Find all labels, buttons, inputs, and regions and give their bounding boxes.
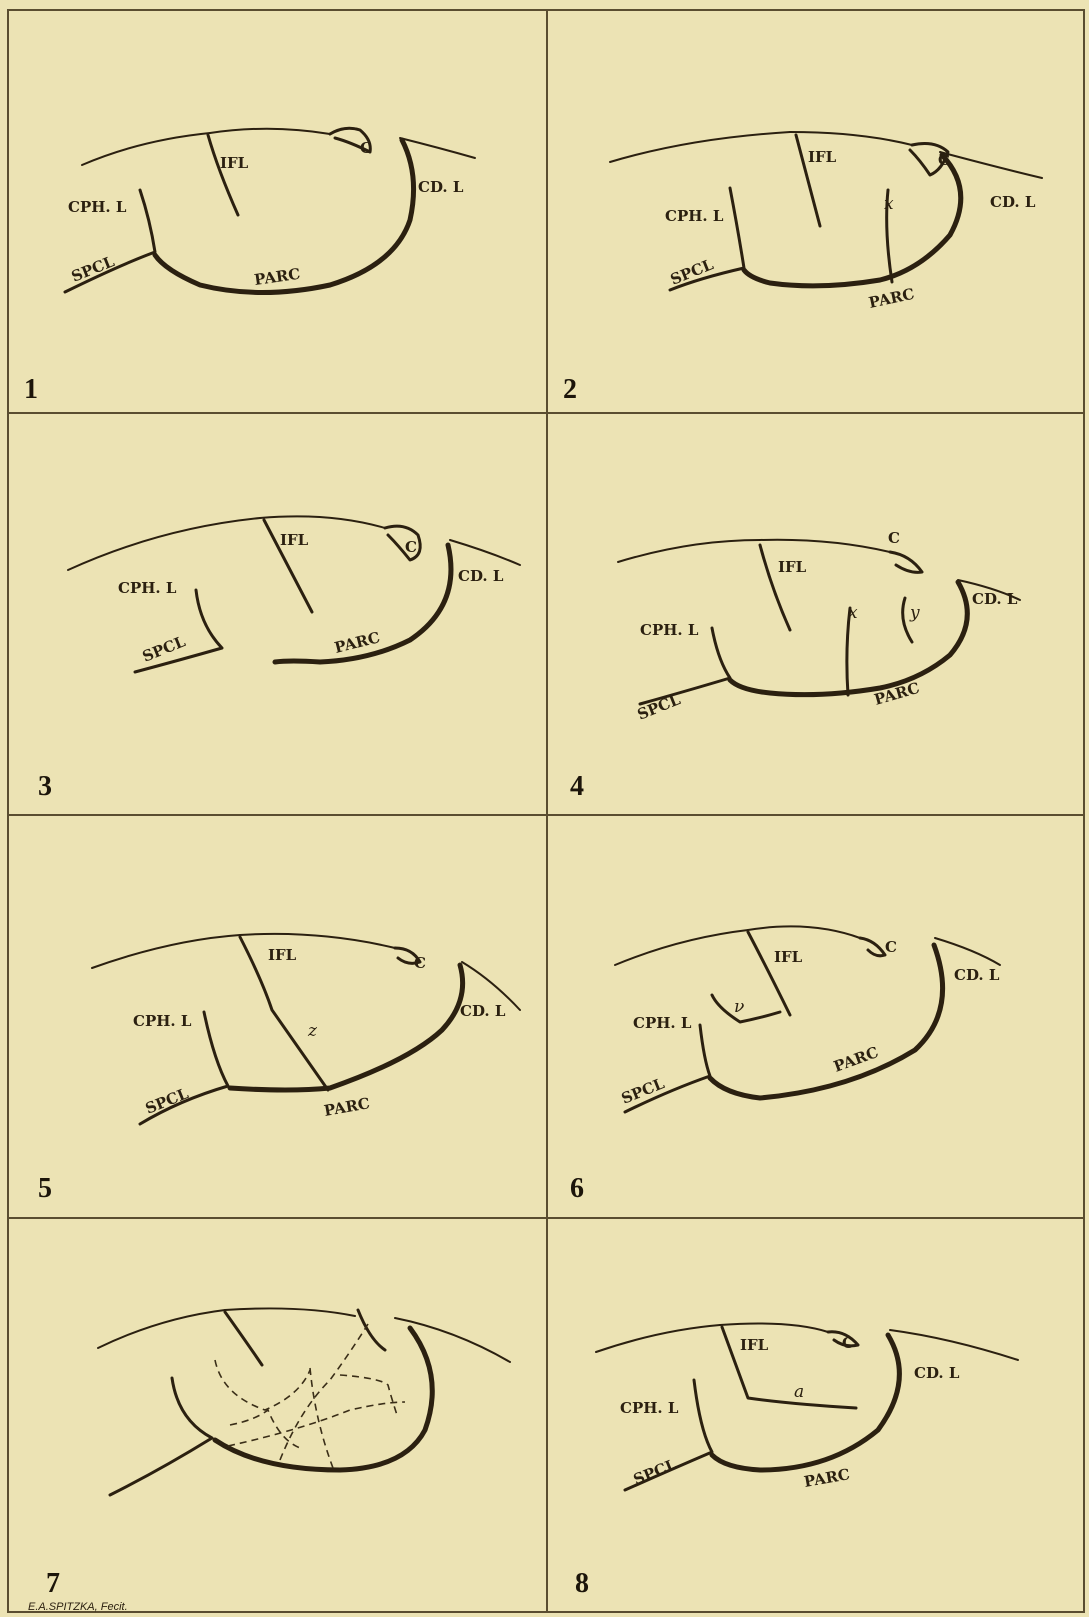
label-ifl: IFL <box>280 531 309 549</box>
label-cph-l: CPH. L <box>133 1012 192 1030</box>
label-y: y <box>909 603 920 623</box>
panel-number: 3 <box>38 771 52 802</box>
label-cd-l: CD. L <box>990 193 1036 211</box>
label-c: C <box>405 538 417 556</box>
panel-number: 8 <box>575 1568 589 1599</box>
label-ifl: IFL <box>778 558 807 576</box>
label-ifl: IFL <box>268 946 297 964</box>
panel-6: IFL C CD. L CPH. L ν SPCL PARC 6 <box>570 926 1000 1204</box>
label-ifl: IFL <box>740 1336 769 1354</box>
label-c: C <box>888 529 900 547</box>
label-c: C <box>360 139 372 157</box>
label-cph-l: CPH. L <box>640 621 699 639</box>
panel-8: IFL C CD. L CPH. L a SPCL PARC 8 <box>575 1324 1018 1599</box>
label-parc: PARC <box>323 1094 372 1120</box>
panel-3: IFL C CD. L CPH. L SPCL PARC 3 <box>38 516 520 802</box>
panel-4: IFL C CD. L CPH. L x y SPCL PARC 4 <box>570 529 1020 802</box>
label-ifl: IFL <box>808 148 837 166</box>
panel-number: 4 <box>570 771 584 802</box>
panel-number: 6 <box>570 1173 584 1204</box>
panel-7: 7 E.A.SPITZKA, Fecit. <box>28 1308 510 1613</box>
label-cph-l: CPH. L <box>665 207 724 225</box>
label-c: C <box>414 954 426 972</box>
label-spcl: SPCL <box>668 255 717 289</box>
label-nu: ν <box>734 997 744 1017</box>
label-spcl: SPCL <box>635 690 684 724</box>
label-ifl: IFL <box>774 948 803 966</box>
label-x: x <box>848 603 858 623</box>
label-spcl: SPCL <box>69 252 118 286</box>
label-spcl: SPCL <box>143 1084 192 1118</box>
label-cph-l: CPH. L <box>68 198 127 216</box>
label-parc: PARC <box>253 265 301 289</box>
panel-2: IFL C CD. L CPH. L x SPCL PARC 2 <box>563 132 1042 405</box>
label-a: a <box>794 1382 804 1402</box>
panel-5: IFL C CD. L CPH. L z SPCL PARC 5 <box>38 934 520 1204</box>
label-cd-l: CD. L <box>914 1364 960 1382</box>
label-c: C <box>885 938 897 956</box>
label-parc: PARC <box>867 285 916 312</box>
label-cd-l: CD. L <box>972 590 1018 608</box>
label-cph-l: CPH. L <box>118 579 177 597</box>
panel-number: 5 <box>38 1173 52 1204</box>
panel-1: IFL C CD. L CPH. L SPCL PARC 1 <box>24 128 475 405</box>
panel-number: 1 <box>24 374 38 405</box>
label-z: z <box>307 1021 318 1041</box>
label-cph-l: CPH. L <box>620 1399 679 1417</box>
label-cd-l: CD. L <box>460 1002 506 1020</box>
artist-signature: E.A.SPITZKA, Fecit. <box>28 1601 128 1613</box>
panel-number: 7 <box>46 1568 60 1599</box>
label-parc: PARC <box>803 1465 852 1491</box>
label-ifl: IFL <box>220 154 249 172</box>
label-cph-l: CPH. L <box>633 1014 692 1032</box>
label-c: C <box>938 151 950 169</box>
label-cd-l: CD. L <box>458 567 504 585</box>
label-spcl: SPCL <box>631 1455 680 1489</box>
label-c: C <box>842 1334 854 1352</box>
label-x: x <box>884 194 894 214</box>
panel-7-drawing <box>98 1308 510 1495</box>
panel-number: 2 <box>563 374 577 405</box>
label-cd-l: CD. L <box>954 966 1000 984</box>
label-cd-l: CD. L <box>418 178 464 196</box>
